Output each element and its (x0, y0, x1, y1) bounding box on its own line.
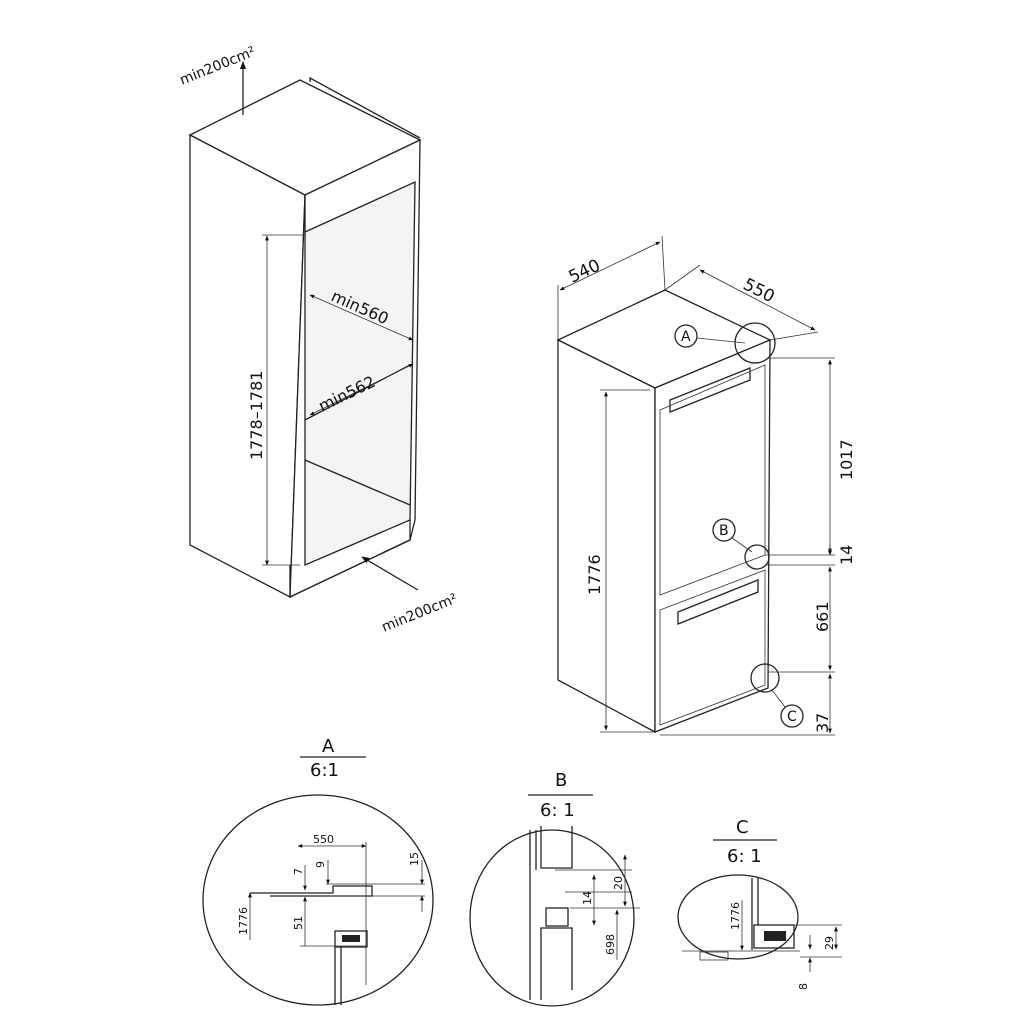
niche-cabinet (188, 76, 422, 599)
svg-text:1776: 1776 (237, 907, 250, 935)
svg-text:7: 7 (292, 868, 305, 875)
svg-text:1776: 1776 (585, 554, 604, 595)
vent-top-label: min200cm² (178, 44, 258, 89)
svg-text:1778–1781: 1778–1781 (247, 371, 266, 460)
svg-text:A: A (681, 329, 691, 345)
svg-text:37: 37 (813, 713, 832, 733)
detail-b-marker-circle (744, 544, 770, 570)
detail-c-marker-circle (750, 663, 780, 693)
svg-text:15: 15 (408, 852, 421, 866)
svg-text:540: 540 (566, 256, 604, 288)
vent-bottom-label: min200cm² (380, 591, 460, 636)
svg-text:1776: 1776 (729, 902, 742, 930)
niche-height-dimension: 1778–1781 (247, 234, 305, 566)
svg-text:B: B (555, 770, 567, 791)
svg-text:C: C (787, 709, 797, 725)
svg-text:6: 1: 6: 1 (727, 846, 762, 867)
svg-text:14: 14 (837, 545, 856, 565)
detail-b: B 6: 1 20 14 698 (469, 770, 640, 1007)
svg-text:661: 661 (813, 601, 832, 632)
svg-text:20: 20 (612, 876, 625, 890)
svg-text:A: A (322, 736, 335, 757)
svg-text:8: 8 (797, 983, 810, 990)
svg-text:29: 29 (823, 936, 836, 950)
svg-text:51: 51 (292, 916, 305, 930)
detail-c: C 6: 1 29 8 1776 (677, 817, 842, 990)
svg-text:550: 550 (313, 833, 334, 846)
appliance: A B C (556, 289, 804, 734)
svg-text:14: 14 (581, 891, 594, 905)
svg-text:6:1: 6:1 (310, 760, 339, 781)
appliance-dimensions: 540 550 1017 14 661 37 1776 (557, 235, 856, 736)
vent-top-arrow: min200cm² (178, 44, 258, 115)
vent-bottom-arrow: min200cm² (361, 556, 460, 636)
svg-text:550: 550 (740, 275, 778, 308)
svg-text:9: 9 (314, 861, 327, 868)
svg-text:B: B (719, 523, 729, 539)
detail-a: A 6:1 550 7 9 15 1776 51 (202, 736, 434, 1006)
svg-text:698: 698 (604, 934, 617, 955)
svg-text:1017: 1017 (837, 439, 856, 480)
svg-text:C: C (736, 817, 749, 838)
svg-text:6: 1: 6: 1 (540, 800, 575, 821)
